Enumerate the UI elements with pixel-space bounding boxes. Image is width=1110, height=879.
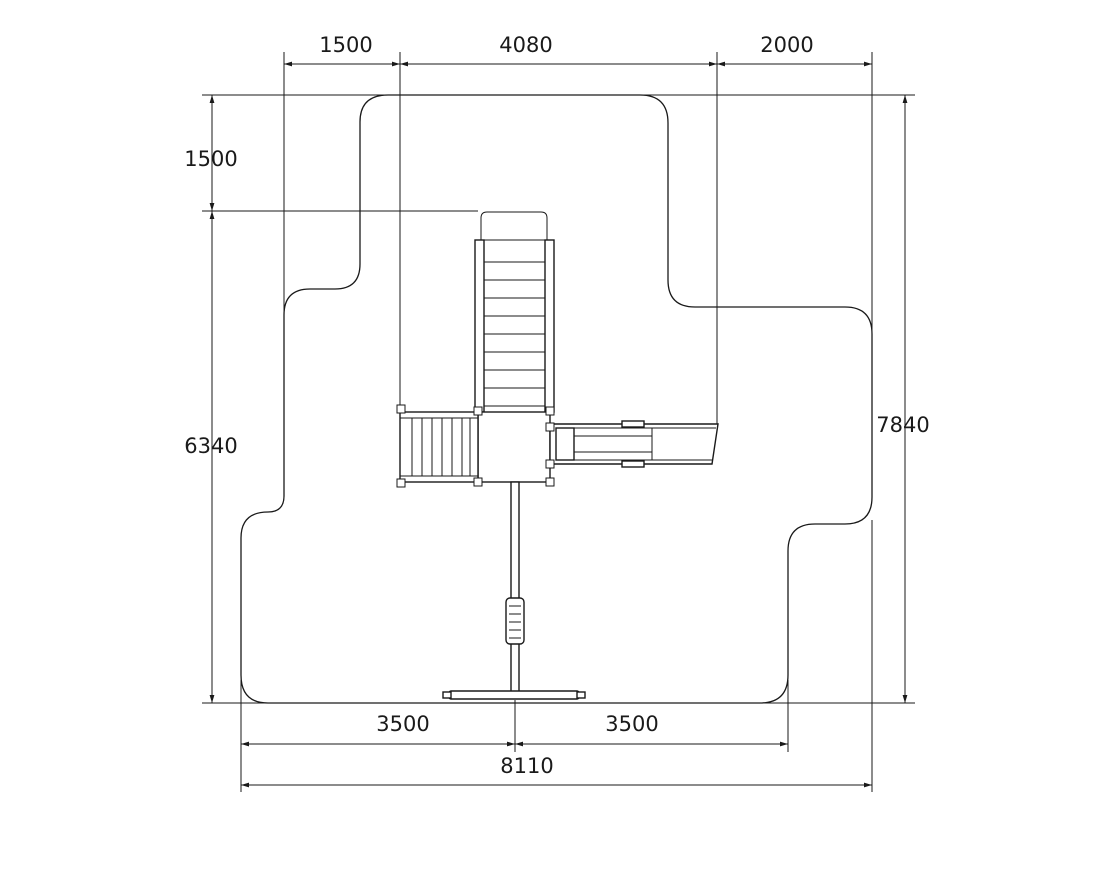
ladder-rungs (484, 261, 545, 407)
dim-bottom-right: 3500 (605, 712, 658, 736)
dim-bottom-total: 8110 (500, 754, 553, 778)
dim-top-middle: 4080 (499, 33, 552, 57)
dim-left-main: 6340 (184, 434, 237, 458)
climbing-ladder (474, 211, 555, 413)
central-platform (477, 411, 551, 483)
dim-bottom-left: 3500 (376, 712, 429, 736)
dim-top-left: 1500 (319, 33, 372, 57)
platform-bolts (473, 406, 555, 487)
seesaw (442, 481, 586, 700)
slide (549, 420, 719, 468)
play-equipment (396, 211, 719, 700)
dim-top-right: 2000 (760, 33, 813, 57)
dim-right-total: 7840 (876, 413, 929, 437)
safety-zone-outline (240, 94, 873, 704)
stairs (396, 404, 479, 488)
dim-left-upper: 1500 (184, 147, 237, 171)
dimension-lines (202, 52, 915, 792)
